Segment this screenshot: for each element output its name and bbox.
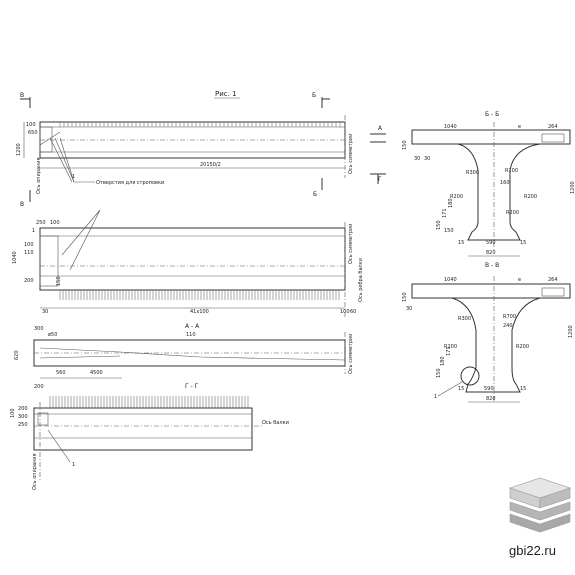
section-bb-title: Б - Б: [485, 111, 499, 118]
vv-dim-171: 171: [446, 346, 452, 356]
bb-dim-r200c: R200: [506, 210, 519, 216]
bb-dim-r200a: R200: [450, 194, 463, 200]
vv-dim-r200b: R200: [516, 344, 529, 350]
elev-note-lifting-holes: Отверстия для строповки: [96, 180, 164, 186]
bb-dim-150: 150: [402, 140, 408, 150]
beam-plan: 250 100 1040 100 110 150 200 30 41х100 1…: [12, 209, 364, 318]
vv-dim-240: 240: [503, 323, 513, 329]
vv-dim-590: 590: [484, 386, 494, 392]
vv-dim-r700: R700: [503, 314, 516, 320]
section-aa: А - А 300 ø50 620 560 4500 110 Ось симме…: [14, 323, 354, 379]
plan-dim-100a: 100: [50, 220, 60, 226]
aa-dim-4500: 4500: [90, 370, 103, 376]
section-mark-b-top: Б: [312, 92, 316, 99]
bb-dim-30a: 30: [414, 156, 420, 162]
beam-elevation: В Б 1200 100 650 20150/2 Ось симметрии А…: [16, 92, 386, 208]
plan-dim-110: 110: [24, 250, 34, 256]
aa-dim-620: 620: [14, 350, 20, 360]
bb-dim-1040: 1040: [444, 124, 457, 130]
aa-dim-d50: ø50: [48, 332, 57, 338]
vv-dim-820: 820: [486, 396, 496, 402]
vv-leader-1: 1: [434, 394, 437, 400]
bb-dim-1200: 1200: [570, 181, 575, 194]
gg-dim-250: 250: [18, 422, 28, 428]
plan-dim-100b: 100: [24, 242, 34, 248]
elev-dim-1200: 1200: [16, 143, 22, 156]
aa-dim-110: 110: [186, 332, 196, 338]
aa-dim-300: 300: [34, 326, 44, 332]
bb-dim-r200b: R200: [524, 194, 537, 200]
watermark-text: gbi22.ru: [509, 543, 556, 558]
section-aa-title: А - А: [185, 323, 200, 330]
aa-dim-560: 560: [56, 370, 66, 376]
figure-caption: Рис. 1: [215, 90, 237, 98]
section-gg-title: Г - Г: [185, 383, 199, 390]
elev-dim-650: 650: [28, 130, 38, 136]
plan-dim-60: 60: [350, 309, 356, 315]
elev-dim-100: 100: [26, 122, 36, 128]
vv-dim-264: 264: [548, 277, 558, 283]
section-vv: В - В 1040 e 264 150 30 R300 R700 240 12…: [402, 262, 574, 403]
section-mark-g-elev: Г: [378, 176, 382, 183]
bb-dim-15a: 15: [458, 240, 464, 246]
bb-dim-264: 264: [548, 124, 558, 130]
gg-beam-axis: Ось балки: [262, 420, 289, 426]
elev-support-axis: Ось опирания: [36, 157, 42, 194]
gg-support-axis: Ось опирания: [32, 453, 38, 490]
gg-dim-100: 100: [10, 408, 16, 418]
aa-axis-label: Ось симметрии: [348, 334, 354, 374]
plan-dim-30: 30: [42, 309, 48, 315]
bb-dim-e: e: [518, 124, 521, 130]
plan-dim-150: 150: [56, 276, 62, 286]
section-mark-v-top: В: [20, 92, 24, 99]
vv-dim-15b: 15: [520, 386, 526, 392]
plan-dim-1040: 1040: [12, 251, 18, 264]
vv-dim-r300: R300: [458, 316, 471, 322]
vv-dim-150: 150: [402, 292, 408, 302]
bb-dim-820: 820: [486, 250, 496, 256]
section-vv-title: В - В: [485, 262, 499, 269]
plan-axis-label: Ось симметрии: [348, 224, 354, 264]
bb-dim-180: 180: [448, 198, 454, 208]
plan-leader-1: 1: [32, 228, 35, 234]
bb-dim-r100: R100: [505, 168, 518, 174]
gg-dim-200b: 200: [18, 406, 28, 412]
vv-dim-e: e: [518, 277, 521, 283]
gg-dim-300: 300: [18, 414, 28, 420]
elev-leader-1: 1: [72, 174, 75, 180]
vv-dim-30: 30: [406, 306, 412, 312]
plan-dim-pitch: 41х100: [190, 309, 209, 315]
bb-dim-590: 590: [486, 240, 496, 246]
plan-dim-250: 250: [36, 220, 46, 226]
vv-dim-180: 180: [440, 356, 446, 366]
vv-dim-1040: 1040: [444, 277, 457, 283]
elev-axis-label: Ось симметрии: [348, 134, 354, 174]
section-mark-b-bottom: Б: [313, 191, 317, 198]
vv-dim-15a: 15: [458, 386, 464, 392]
bb-dim-15b: 15: [520, 240, 526, 246]
vv-dim-150b: 150: [436, 368, 442, 378]
vv-dim-1200: 1200: [568, 325, 574, 338]
bb-dim-30b: 30: [424, 156, 430, 162]
bb-dim-r300: R300: [466, 170, 479, 176]
bb-dim-150b: 150: [436, 220, 442, 230]
gbi22-logo: [509, 477, 571, 533]
bb-dim-171: 171: [442, 208, 448, 218]
plan-dim-200: 200: [24, 278, 34, 284]
plan-rib-axis-label: Ось ребра балки: [358, 258, 364, 302]
gg-leader-1: 1: [72, 462, 75, 468]
elev-dim-span: 20150/2: [200, 162, 221, 168]
section-gg: Г - Г 200 100 200 300 250 Ось балки 1 Ос…: [10, 383, 289, 490]
gg-dim-200a: 200: [34, 384, 44, 390]
bb-dim-150c: 150: [444, 228, 454, 234]
bb-dim-160: 160: [500, 180, 510, 186]
vv-dim-r200a: R200: [444, 344, 457, 350]
section-mark-a-elev: А: [378, 125, 383, 132]
section-mark-v-bottom: В: [20, 201, 24, 208]
section-bb: Б - Б 1040 e 264 150 30 30 R300 R100 160…: [402, 111, 575, 257]
